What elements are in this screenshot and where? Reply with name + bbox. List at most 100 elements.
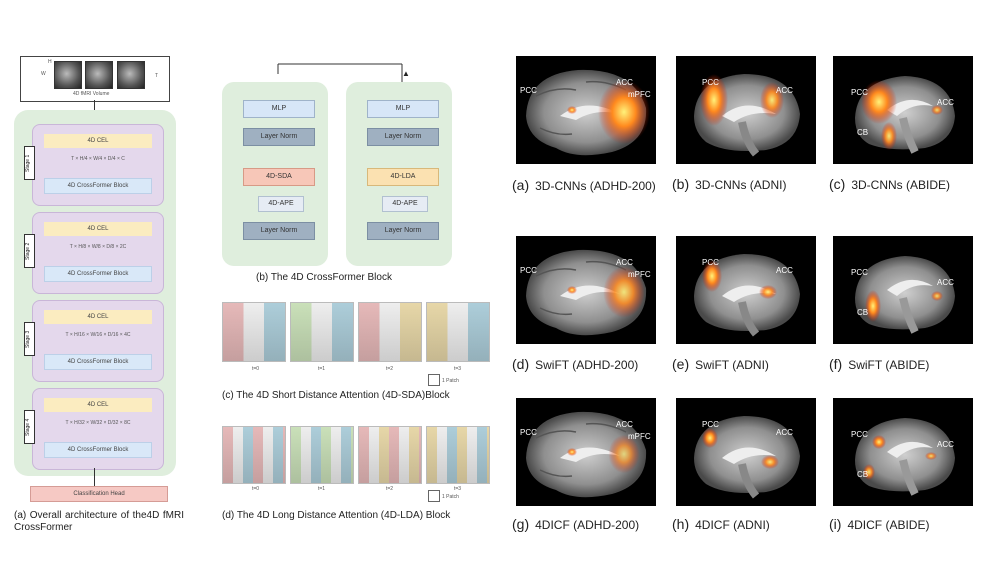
brain-caption-letter: (c): [829, 176, 846, 192]
patch-grid: [426, 302, 490, 362]
region-label: mPFC: [628, 90, 651, 99]
crossformer-block: 4D CrossFormer Block: [44, 266, 152, 282]
activation-blob: [760, 82, 784, 118]
shape-formula: T × H/4 × W/4 × D/4 × C: [71, 156, 125, 162]
region-label: mPFC: [628, 432, 651, 441]
brain-caption: (d) SwiFT (ADHD-200): [512, 356, 662, 372]
panel-c-caption: (c) The 4D Short Distance Attention (4D-…: [222, 390, 450, 401]
layer-norm-block: Layer Norm: [367, 222, 439, 240]
stage-label: Stage 3: [24, 322, 35, 356]
brain-caption-letter: (e): [672, 356, 690, 372]
activation-blob: [608, 434, 640, 474]
activation-blob: [598, 80, 650, 144]
region-label: ACC: [776, 266, 793, 275]
brain-caption-letter: (b): [672, 176, 690, 192]
region-label: PCC: [702, 420, 719, 429]
region-label: PCC: [520, 86, 537, 95]
brain-map: PCC ACC: [676, 56, 816, 164]
time-label: t=0: [252, 366, 260, 372]
activation-blob: [925, 452, 937, 460]
shape-formula: T × H/32 × W/32 × D/32 × 8C: [65, 420, 131, 426]
region-label: mPFC: [628, 270, 651, 279]
region-label: ACC: [616, 78, 633, 87]
ape-block: 4D-APE: [382, 196, 428, 212]
axis-label: H: [48, 59, 52, 65]
volume-cube: [85, 61, 113, 89]
brain-caption: (h)4DICF (ADNI): [672, 516, 822, 532]
brain-caption: (e) SwiFT (ADNI): [672, 356, 822, 372]
brain-map: PCC ACC: [676, 398, 816, 506]
activation-blob: [881, 122, 897, 150]
patch-legend-icon: [428, 374, 440, 386]
region-label: ACC: [616, 420, 633, 429]
layer-norm-block: Layer Norm: [367, 128, 439, 146]
panel-a-caption: (a) Overall architecture of the4D fMRI C…: [14, 510, 184, 533]
patch-grid: [222, 302, 286, 362]
region-label: ACC: [776, 86, 793, 95]
mlp-block: MLP: [367, 100, 439, 118]
region-label: ACC: [937, 440, 954, 449]
brain-caption: (b)3D-CNNs (ADNI): [672, 176, 822, 192]
region-label: PCC: [702, 258, 719, 267]
patch-grid: [426, 426, 490, 484]
activation-blob: [931, 105, 943, 115]
brain-caption-letter: (g): [512, 516, 530, 532]
brain-caption: (g)4DICF (ADHD-200): [512, 516, 662, 532]
panel-b-caption: (b) The 4D CrossFormer Block: [256, 272, 392, 283]
time-label: t=1: [318, 366, 326, 372]
arrow: [94, 100, 95, 112]
brain-caption-text: SwiFT (ABIDE): [848, 358, 930, 372]
brain-map: PCC ACC: [676, 236, 816, 344]
activation-blob: [761, 455, 779, 469]
time-label: t=2: [386, 366, 394, 372]
lda-attention-block: 4D-LDA: [367, 168, 439, 186]
mlp-block: MLP: [243, 100, 315, 118]
arrow-up-icon: ▲: [402, 69, 410, 78]
stage-label: Stage 4: [24, 410, 35, 444]
activation-blob: [861, 80, 897, 124]
patch-legend: 1 Patch: [442, 378, 459, 384]
activation-blob: [567, 106, 577, 114]
patch-grid: [290, 426, 354, 484]
crossformer-block: 4D CrossFormer Block: [44, 178, 152, 194]
activation-blob: [702, 260, 722, 292]
activation-blob: [567, 448, 577, 456]
patch-grid: [290, 302, 354, 362]
brain-caption-text: SwiFT (ADHD-200): [535, 358, 639, 372]
cel-block: 4D CEL: [44, 222, 152, 236]
region-label: PCC: [520, 428, 537, 437]
activation-blob: [567, 286, 577, 294]
brain-caption-text: 4DICF (ADNI): [695, 518, 770, 532]
volume-cube: [117, 61, 145, 89]
panel-d-caption: (d) The 4D Long Distance Attention (4D-L…: [222, 510, 451, 521]
brain-caption-letter: (d): [512, 356, 530, 372]
classification-head: Classification Head: [30, 486, 168, 502]
layer-norm-block: Layer Norm: [243, 128, 315, 146]
shape-formula: T × H/16 × W/16 × D/16 × 4C: [65, 332, 131, 338]
crossformer-block: 4D CrossFormer Block: [44, 442, 152, 458]
region-label: PCC: [851, 268, 868, 277]
region-label: ACC: [776, 428, 793, 437]
shape-formula: T × H/8 × W/8 × D/8 × 2C: [69, 244, 127, 250]
sda-attention-block: 4D-SDA: [243, 168, 315, 186]
brain-caption: (i)4DICF (ABIDE): [829, 516, 979, 532]
region-label: PCC: [702, 78, 719, 87]
cel-block: 4D CEL: [44, 398, 152, 412]
brain-caption-letter: (f): [829, 356, 843, 372]
arrow: [94, 468, 95, 486]
time-label: t=1: [318, 486, 326, 492]
activation-blob: [863, 464, 875, 480]
brain-map: PCC ACC mPFC: [516, 56, 656, 164]
region-label: PCC: [851, 88, 868, 97]
brain-caption-text: SwiFT (ADNI): [695, 358, 769, 372]
patch-grid: [358, 302, 422, 362]
patch-legend-icon: [428, 490, 440, 502]
time-label: t=3: [454, 366, 462, 372]
cel-block: 4D CEL: [44, 134, 152, 148]
time-label: t=3: [454, 486, 462, 492]
activation-blob: [865, 290, 881, 322]
